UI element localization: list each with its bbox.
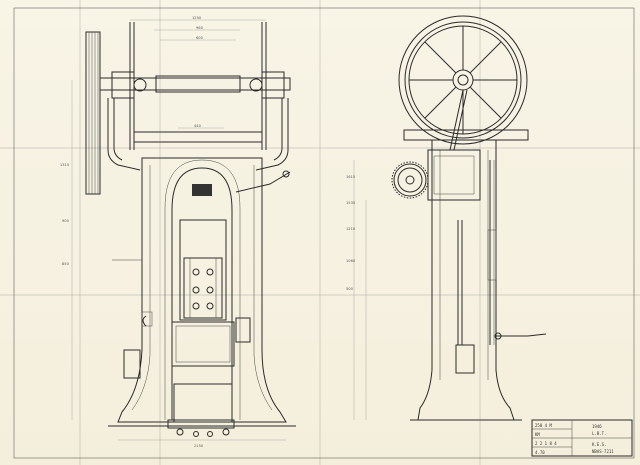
frame-opening xyxy=(171,167,233,420)
side-column xyxy=(417,139,515,421)
side-elevation-view xyxy=(391,15,547,421)
dim-bottom: 2150 xyxy=(194,444,204,448)
side-crown xyxy=(403,129,529,141)
dim-left-1: 1315 xyxy=(60,163,69,167)
dim-mid-4: 1060 xyxy=(346,259,356,263)
main-column xyxy=(117,157,287,423)
title-line-1: 250 4 M xyxy=(535,423,552,428)
crown-beam xyxy=(133,131,263,143)
ram xyxy=(179,219,227,321)
dim-mid-5: 500 xyxy=(346,287,354,291)
title-right-2: L.B.T. xyxy=(592,431,606,436)
front-elevation-view xyxy=(85,22,296,437)
dim-top-1: 1250 xyxy=(192,16,202,20)
die-block xyxy=(171,321,235,367)
title-line-2: KM xyxy=(535,432,540,437)
title-block: 250 4 M KM 2 2 1 8 4 4.70 1946 L.B.T. K.… xyxy=(531,419,633,457)
dim-mid-2: 1535 xyxy=(346,201,355,205)
flywheel xyxy=(398,15,528,145)
title-right-4: NBAS-7211 xyxy=(592,449,614,454)
dim-mid-1: 1615 xyxy=(346,175,355,179)
border-frame xyxy=(13,7,635,459)
title-line-3: 2 2 1 8 4 xyxy=(535,441,557,446)
title-right-3: K.E.S. xyxy=(592,442,606,447)
title-right-1: 1946 xyxy=(592,424,602,429)
dim-left-2: 900 xyxy=(62,219,70,223)
main-shaft xyxy=(99,77,291,91)
dim-top-3: 600 xyxy=(196,36,204,40)
dimension-annotations: 1250 960 600 440 1315 900 850 1615 1535 … xyxy=(60,16,367,448)
dim-mid-3: 1210 xyxy=(346,227,356,231)
title-line-4: 4.70 xyxy=(535,450,545,455)
gear xyxy=(393,163,427,197)
pulley xyxy=(85,31,101,195)
dim-top-2: 960 xyxy=(196,26,204,30)
dim-left-3: 850 xyxy=(62,262,70,266)
dim-top-4: 440 xyxy=(194,124,202,128)
